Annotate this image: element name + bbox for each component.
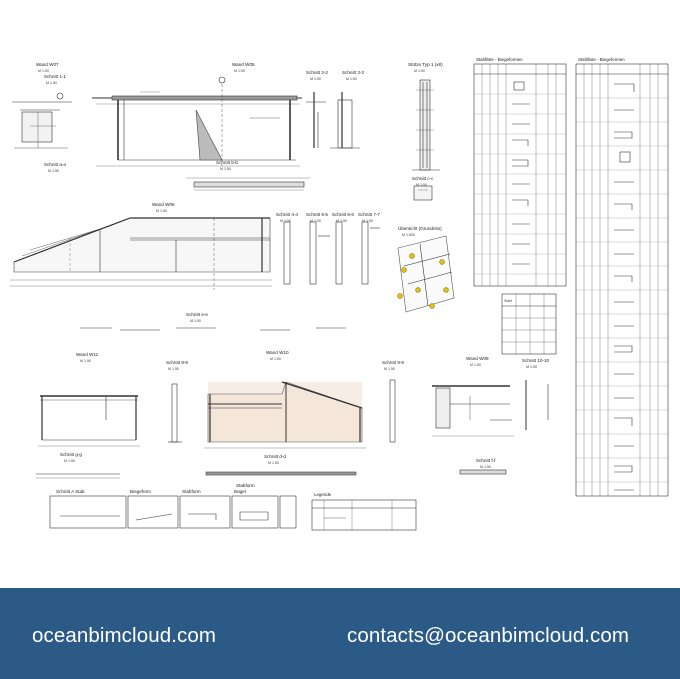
detail-schnitt-8-8 — [168, 383, 182, 443]
view-labels: Wand W07 M 1:50 Schnitt 1-1 M 1:50 Wand … — [36, 62, 550, 469]
label-schnitt-4-4: Schnitt 4-4 — [276, 212, 298, 217]
label-schnitt-g-g: Schnitt g-g — [60, 452, 82, 457]
label-wand-w07: Wand W07 — [36, 62, 59, 67]
detail-schnitt-2-2 — [306, 92, 326, 148]
label-schnitt-b-b: Schnitt b-b — [216, 160, 238, 165]
schedule-2-table — [575, 63, 669, 497]
sublabel-schnitt-7-7: M 1:50 — [362, 219, 373, 223]
sublabel-uebersicht: M 1:500 — [402, 233, 415, 237]
label-wand-w06: Wand W06 — [152, 202, 175, 207]
legend-table — [311, 499, 417, 531]
sublabel-wand-w06: M 1:50 — [156, 209, 167, 213]
schedule-1-table — [473, 63, 567, 287]
detail-wand-w05 — [92, 76, 302, 167]
detail-schnitt-3-3 — [330, 92, 360, 149]
drawing-sheet: Wand W07 M 1:50 Schnitt 1-1 M 1:50 Wand … — [10, 57, 669, 531]
legend-box-title-2: Biegeform — [130, 489, 151, 494]
sublabel-schnitt-3-3: M 1:50 — [346, 77, 357, 81]
detail-schnitt-g-g — [459, 469, 507, 475]
sublabel-schnitt-6-6: M 1:50 — [336, 219, 347, 223]
legend-box-title-3: Stabform — [182, 489, 201, 494]
detail-schnitt-4-4-to-7-7 — [283, 221, 380, 285]
label-schnitt-10-10: Schnitt 10-10 — [522, 358, 550, 363]
footer-email-link[interactable]: contacts@oceanbimcloud.com — [347, 624, 630, 647]
legend-box-titles: Schnitt A Stab Biegeform Stabform Bügel … — [56, 483, 255, 494]
label-schnitt-c-c: Schnitt c-c — [412, 176, 434, 181]
detail-wand-w07 — [12, 92, 72, 149]
label-wand-w09: Wand W09 — [466, 356, 489, 361]
label-schnitt-e-e: Schnitt e-e — [186, 312, 208, 317]
label-schnitt-6-6: Schnitt 6-6 — [332, 212, 354, 217]
detail-wand-w06 — [10, 217, 272, 290]
label-schnitt-1-1: Schnitt 1-1 — [44, 74, 66, 79]
sublabel-schnitt-b-b: M 1:50 — [220, 167, 231, 171]
schedule-2-title: Stahlliste - Biegeformen — [578, 57, 625, 62]
label-schnitt-8-8: Schnitt 8-8 — [166, 360, 188, 365]
detail-wand-w09 — [432, 385, 514, 437]
small-table-title: Stahl — [504, 299, 512, 303]
label-wand-w10: Wand W10 — [266, 350, 289, 355]
detail-schnitt-e-e — [36, 473, 120, 479]
footer-banner — [0, 588, 680, 679]
sublabel-schnitt-c-c: M 1:50 — [416, 183, 427, 187]
legend-boxes — [49, 495, 297, 529]
legend-box-title-1: Schnitt A Stab — [56, 489, 85, 494]
detail-wand-w10 — [204, 381, 366, 449]
detail-schnitt-10-10 — [525, 380, 549, 430]
legend-table-title: Legende — [314, 492, 332, 497]
label-wand-w05: Wand W05 — [232, 62, 255, 67]
sublabel-schnitt-4-4: M 1:50 — [280, 219, 291, 223]
label-schnitt-2-2: Schnitt 2-2 — [306, 70, 328, 75]
drawing-canvas: Wand W07 M 1:50 Schnitt 1-1 M 1:50 Wand … — [10, 57, 669, 531]
label-schnitt-a-a: Schnitt a-a — [44, 162, 66, 167]
label-wand-w11: Wand W11 — [76, 352, 99, 357]
label-schnitt-7-7: Schnitt 7-7 — [358, 212, 380, 217]
detail-schnitt-9-9 — [389, 379, 396, 443]
legend-box-title-5: Stabform — [236, 483, 255, 488]
sublabel-schnitt-1-1: M 1:50 — [46, 81, 57, 85]
detail-wand-w11 — [38, 395, 140, 447]
label-schnitt-9-9: Schnitt 9-9 — [382, 360, 404, 365]
sublabel-wand-w07: M 1:50 — [38, 69, 49, 73]
sublabel-schnitt-f-f: M 1:50 — [480, 465, 491, 469]
sublabel-wand-w05: M 1:50 — [234, 69, 245, 73]
detail-schnitt-c-c — [413, 185, 433, 201]
sublabel-schnitt-g-g: M 1:50 — [64, 459, 75, 463]
legend-box-title-4: Bügel — [234, 489, 246, 494]
sublabel-schnitt-10-10: M 1:50 — [526, 365, 537, 369]
detail-stuetze-typ-1 — [412, 79, 440, 171]
sublabel-wand-w11: M 1:50 — [80, 359, 91, 363]
sublabel-wand-w09: M 1:50 — [470, 363, 481, 367]
sublabel-wand-w10: M 1:50 — [270, 357, 281, 361]
label-schnitt-d-d: Schnitt d-d — [264, 454, 286, 459]
label-schnitt-5-5: Schnitt 5-5 — [306, 212, 328, 217]
detail-uebersicht-grundriss — [397, 235, 455, 313]
sublabel-schnitt-8-8: M 1:50 — [168, 367, 179, 371]
rebar-strips-row — [80, 327, 346, 331]
sublabel-schnitt-9-9: M 1:50 — [384, 367, 395, 371]
label-schnitt-3-3: Schnitt 3-3 — [342, 70, 364, 75]
sublabel-schnitt-a-a: M 1:50 — [48, 169, 59, 173]
label-schnitt-f-f: Schnitt f-f — [476, 458, 496, 463]
sublabel-schnitt-e-e: M 1:50 — [190, 319, 201, 323]
schedule-1-title: Stahlliste - Biegeformen — [476, 57, 523, 62]
small-table — [501, 293, 557, 355]
label-uebersicht: Übersicht (Grundriss) — [398, 225, 442, 231]
footer-website-link[interactable]: oceanbimcloud.com — [32, 624, 217, 647]
sublabel-schnitt-d-d: M 1:50 — [268, 461, 279, 465]
sublabel-schnitt-5-5: M 1:50 — [310, 219, 321, 223]
sublabel-schnitt-2-2: M 1:50 — [310, 77, 321, 81]
detail-schnitt-a-a — [186, 177, 310, 191]
label-stuetze-typ-1: Stütze Typ 1 (x8) — [408, 62, 443, 67]
sublabel-stuetze-typ-1: M 1:50 — [414, 69, 425, 73]
detail-schnitt-d-d — [205, 471, 357, 476]
